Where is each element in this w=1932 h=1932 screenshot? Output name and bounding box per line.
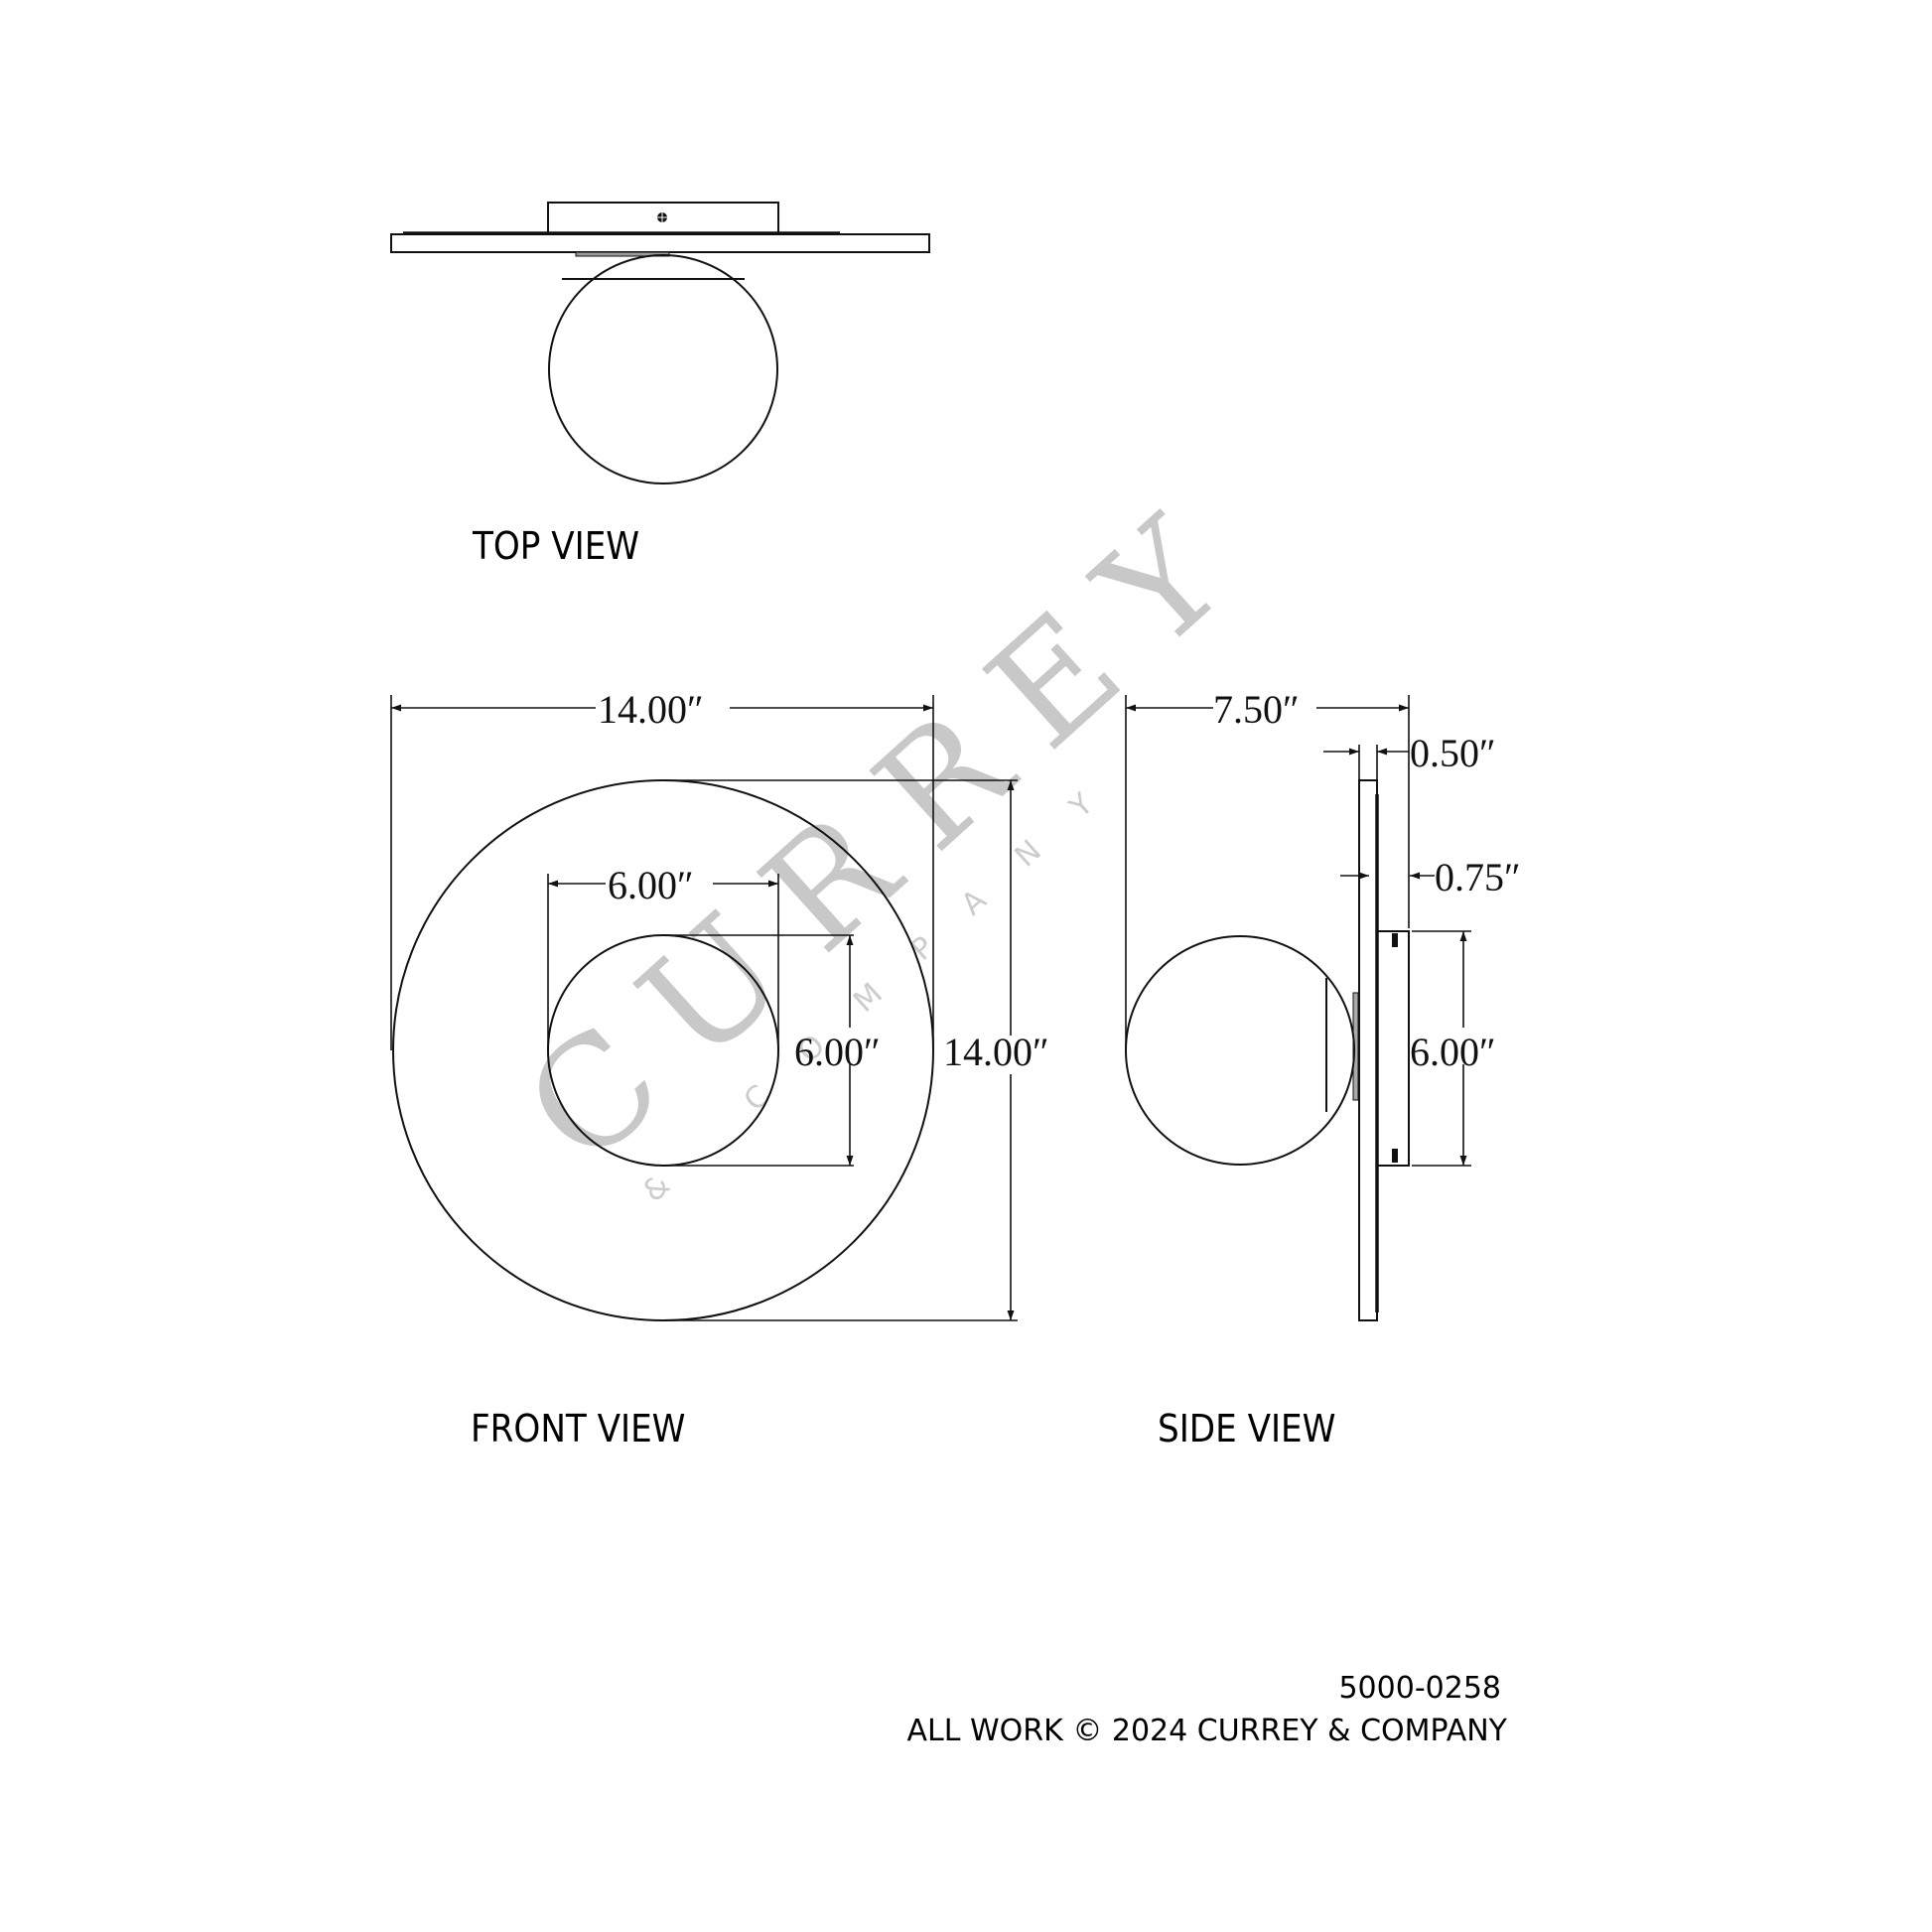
top-backplate [390, 233, 930, 253]
side-mount-height-dimension: 6.00″ [1410, 1030, 1496, 1074]
front-view: 14.00″ 14.00″ 6.00″ 6.00″ FRONT VIEW [390, 687, 1049, 1450]
side-backplate-dimension: 0.50″ [1410, 731, 1496, 775]
front-globe-width-dimension: 6.00″ [608, 863, 694, 907]
screw-icon [657, 212, 667, 222]
side-canopy [1376, 930, 1410, 1167]
side-depth-dimension: 7.50″ [1213, 687, 1300, 732]
side-view: 7.50″ 0.50″ 0.75″ 6.00″ SIDE VIEW [1125, 687, 1521, 1450]
side-globe [1125, 935, 1355, 1166]
side-backplate [1358, 779, 1378, 1321]
screw-icon [1392, 1149, 1398, 1163]
top-globe [548, 254, 778, 484]
watermark: CURREY & COMPANY [494, 462, 1286, 1209]
side-view-label: SIDE VIEW [1158, 1407, 1335, 1450]
watermark-main: CURREY [494, 462, 1286, 1198]
front-height-dimension: 14.00″ [943, 1030, 1049, 1074]
part-number: 5000-0258 [1338, 1671, 1501, 1706]
top-view-label: TOP VIEW [472, 524, 639, 568]
front-view-label: FRONT VIEW [471, 1407, 685, 1450]
top-view: TOP VIEW [390, 202, 930, 568]
copyright-notice: ALL WORK © 2024 CURREY & COMPANY [907, 1714, 1508, 1748]
front-globe-height-dimension: 6.00″ [794, 1030, 881, 1074]
side-canopy-dimension: 0.75″ [1435, 855, 1521, 899]
screw-icon [1392, 933, 1398, 947]
front-width-dimension: 14.00″ [598, 687, 704, 732]
footer: 5000-0258 ALL WORK © 2024 CURREY & COMPA… [907, 1671, 1508, 1748]
top-globe-holder [575, 251, 670, 257]
